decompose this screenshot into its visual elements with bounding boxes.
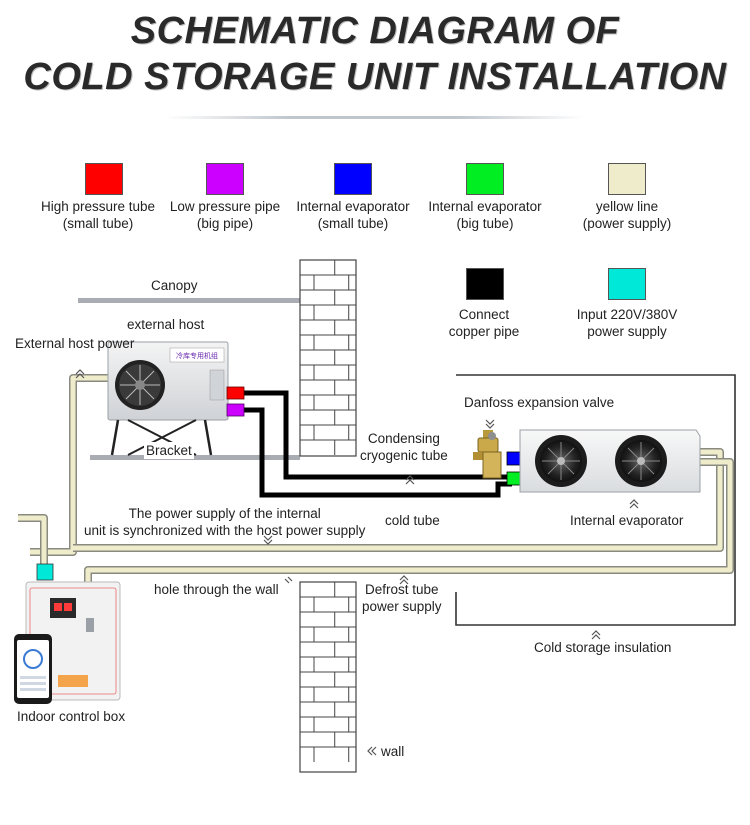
- legend-label-low-pressure: Low pressure pipe (big pipe): [169, 199, 281, 231]
- evaporator-port-green: [506, 471, 521, 486]
- label-bracket: Bracket: [144, 442, 194, 459]
- evaporator-port-blue: [506, 451, 521, 466]
- label-condensing-cryogenic-tube: Condensing cryogenic tube: [360, 431, 448, 463]
- legend-label-yellow-line: yellow line (power supply): [582, 199, 672, 231]
- label-hole-through-wall: hole through the wall: [154, 582, 279, 597]
- title-underline: [165, 116, 585, 119]
- label-cold-storage-insulation: Cold storage insulation: [534, 640, 672, 655]
- label-wall: wall: [381, 744, 405, 759]
- label-canopy: Canopy: [151, 278, 198, 293]
- legend-swatch-yellow-line: [608, 163, 646, 195]
- canopy-bar: [78, 298, 300, 303]
- legend-swatch-evaporator-big: [466, 163, 504, 195]
- label-danfoss-expansion-valve: Danfoss expansion valve: [464, 395, 615, 410]
- legend-swatch-low-pressure: [206, 163, 244, 195]
- legend-label-evaporator-small: Internal evaporator (small tube): [296, 199, 410, 231]
- legend-swatch-evaporator-small: [334, 163, 372, 195]
- label-indoor-control-box: Indoor control box: [17, 709, 126, 724]
- copper-pipes: [244, 390, 512, 498]
- label-defrost-tube-power: Defrost tube power supply: [362, 582, 442, 614]
- upper-brick-wall: [299, 259, 357, 457]
- external-host-unit: 冷库专用机组: [107, 341, 245, 456]
- label-power-sync: The power supply of the internal unit is…: [84, 506, 366, 538]
- label-external-host: external host: [127, 317, 205, 332]
- cold-storage-insulation-outline: [455, 374, 736, 626]
- legend-label-high-pressure: High pressure tube (small tube): [40, 199, 156, 231]
- smartphone-illustration: [14, 634, 52, 704]
- diagram-title-line1: SCHEMATIC DIAGRAM OF: [130, 10, 620, 52]
- lower-brick-wall: [299, 581, 357, 773]
- yellow-power-lines: [18, 374, 734, 600]
- legend-swatch-input-power: [608, 268, 646, 300]
- label-internal-evaporator: Internal evaporator: [570, 513, 684, 528]
- svg-text:冷库专用机组: 冷库专用机组: [176, 351, 218, 360]
- legend-label-copper-pipe: Connect copper pipe: [448, 307, 520, 339]
- internal-evaporator-unit: [519, 429, 701, 493]
- legend-swatch-high-pressure: [85, 163, 123, 195]
- legend-label-evaporator-big: Internal evaporator (big tube): [428, 199, 542, 231]
- label-external-host-power: External host power: [15, 336, 135, 351]
- legend-label-input-power: Input 220V/380V power supply: [576, 307, 678, 339]
- expansion-valve: [473, 430, 502, 479]
- pointer-chevrons: [75, 369, 639, 756]
- legend-swatch-copper-pipe: [466, 268, 504, 300]
- label-cold-tube: cold tube: [385, 513, 440, 528]
- bracket-floor-bar: [90, 455, 300, 460]
- diagram-title-line2: COLD STORAGE UNIT INSTALLATION: [23, 56, 727, 98]
